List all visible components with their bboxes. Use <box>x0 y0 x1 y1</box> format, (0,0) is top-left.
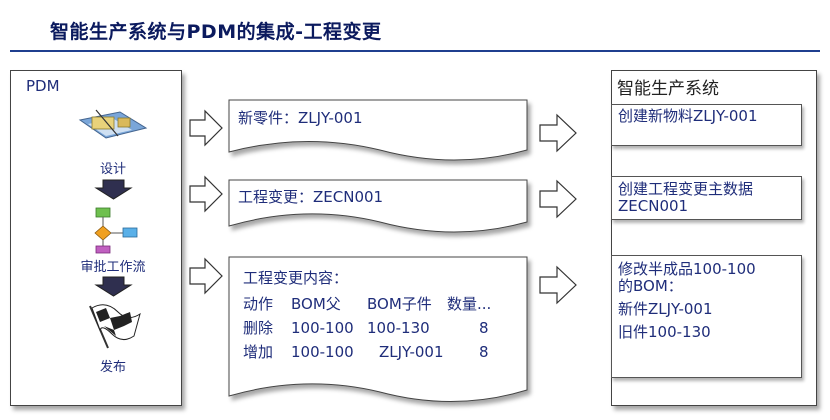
result-line: 创建新物料ZLJY-001 <box>618 107 758 125</box>
design-icon <box>78 109 148 139</box>
table-cell: 100-100 <box>291 319 354 337</box>
step-design-label: 设计 <box>99 162 126 177</box>
title-underline <box>10 50 820 52</box>
result-create-material: 创建新物料ZLJY-001 <box>618 108 757 125</box>
arrow-right-icon <box>189 109 223 147</box>
table-cell: ZLJY-001 <box>379 343 444 361</box>
table-header-cell: BOM父 <box>291 295 341 313</box>
result-box-2 <box>611 176 802 220</box>
result-box-1 <box>611 104 802 146</box>
note-new-part: 新零件：ZLJY-001 <box>238 109 363 127</box>
arrow-right-icon <box>539 179 577 219</box>
table-row: 删除 100-100 100-130 8 <box>243 316 523 340</box>
result-line: 的BOM： <box>618 277 683 295</box>
arrow-down-icon <box>94 179 133 200</box>
table-cell: 100-100 <box>291 343 354 361</box>
note-shape-3 <box>228 256 528 403</box>
smart-production-system-label: 智能生产系统 <box>617 79 719 99</box>
note-engineering-change: 工程变更：ZECN001 <box>238 188 384 206</box>
arrow-right-icon <box>539 265 577 305</box>
table-row: 动作 BOM父 BOM子件 数量... <box>243 292 523 316</box>
checkered-flag-icon <box>89 304 141 349</box>
note-shape-1 <box>228 99 528 161</box>
result-line: 旧件100-130 <box>618 323 711 341</box>
workflow-icon <box>94 207 138 254</box>
note-change-content-heading: 工程变更内容： <box>243 269 349 287</box>
table-header-cell: 数量... <box>447 295 492 313</box>
result-line: 修改半成品100-100 <box>618 260 756 278</box>
result-line: ZECN001 <box>618 197 689 215</box>
result-line: 新件ZLJY-001 <box>618 300 713 318</box>
table-row: 增加 100-100 ZLJY-001 8 <box>243 340 523 364</box>
arrow-right-icon <box>539 113 577 153</box>
result-modify-bom: 修改半成品100-100 的BOM： 新件ZLJY-001 旧件100-130 <box>618 261 756 341</box>
table-cell: 增加 <box>243 343 274 361</box>
change-content-table: 动作 BOM父 BOM子件 数量... 删除 100-100 100-130 8… <box>243 292 523 364</box>
table-header-cell: 动作 <box>243 295 274 313</box>
table-cell: 8 <box>479 319 489 337</box>
arrow-down-icon <box>94 276 133 297</box>
step-release-label: 发布 <box>99 360 126 375</box>
table-cell: 8 <box>479 343 489 361</box>
page-title: 智能生产系统与PDM的集成-工程变更 <box>50 21 382 43</box>
table-cell: 删除 <box>243 319 274 337</box>
table-header-cell: BOM子件 <box>367 295 432 313</box>
result-line: 创建工程变更主数据 <box>618 180 754 198</box>
note-shape-2 <box>228 179 528 233</box>
pdm-label: PDM <box>26 77 60 95</box>
step-approval-workflow-label: 审批工作流 <box>80 260 146 275</box>
result-create-change-master: 创建工程变更主数据 ZECN001 <box>618 181 753 215</box>
table-cell: 100-130 <box>367 319 430 337</box>
result-box-3 <box>611 255 802 378</box>
arrow-right-icon <box>189 257 223 295</box>
arrow-right-icon <box>189 175 223 213</box>
